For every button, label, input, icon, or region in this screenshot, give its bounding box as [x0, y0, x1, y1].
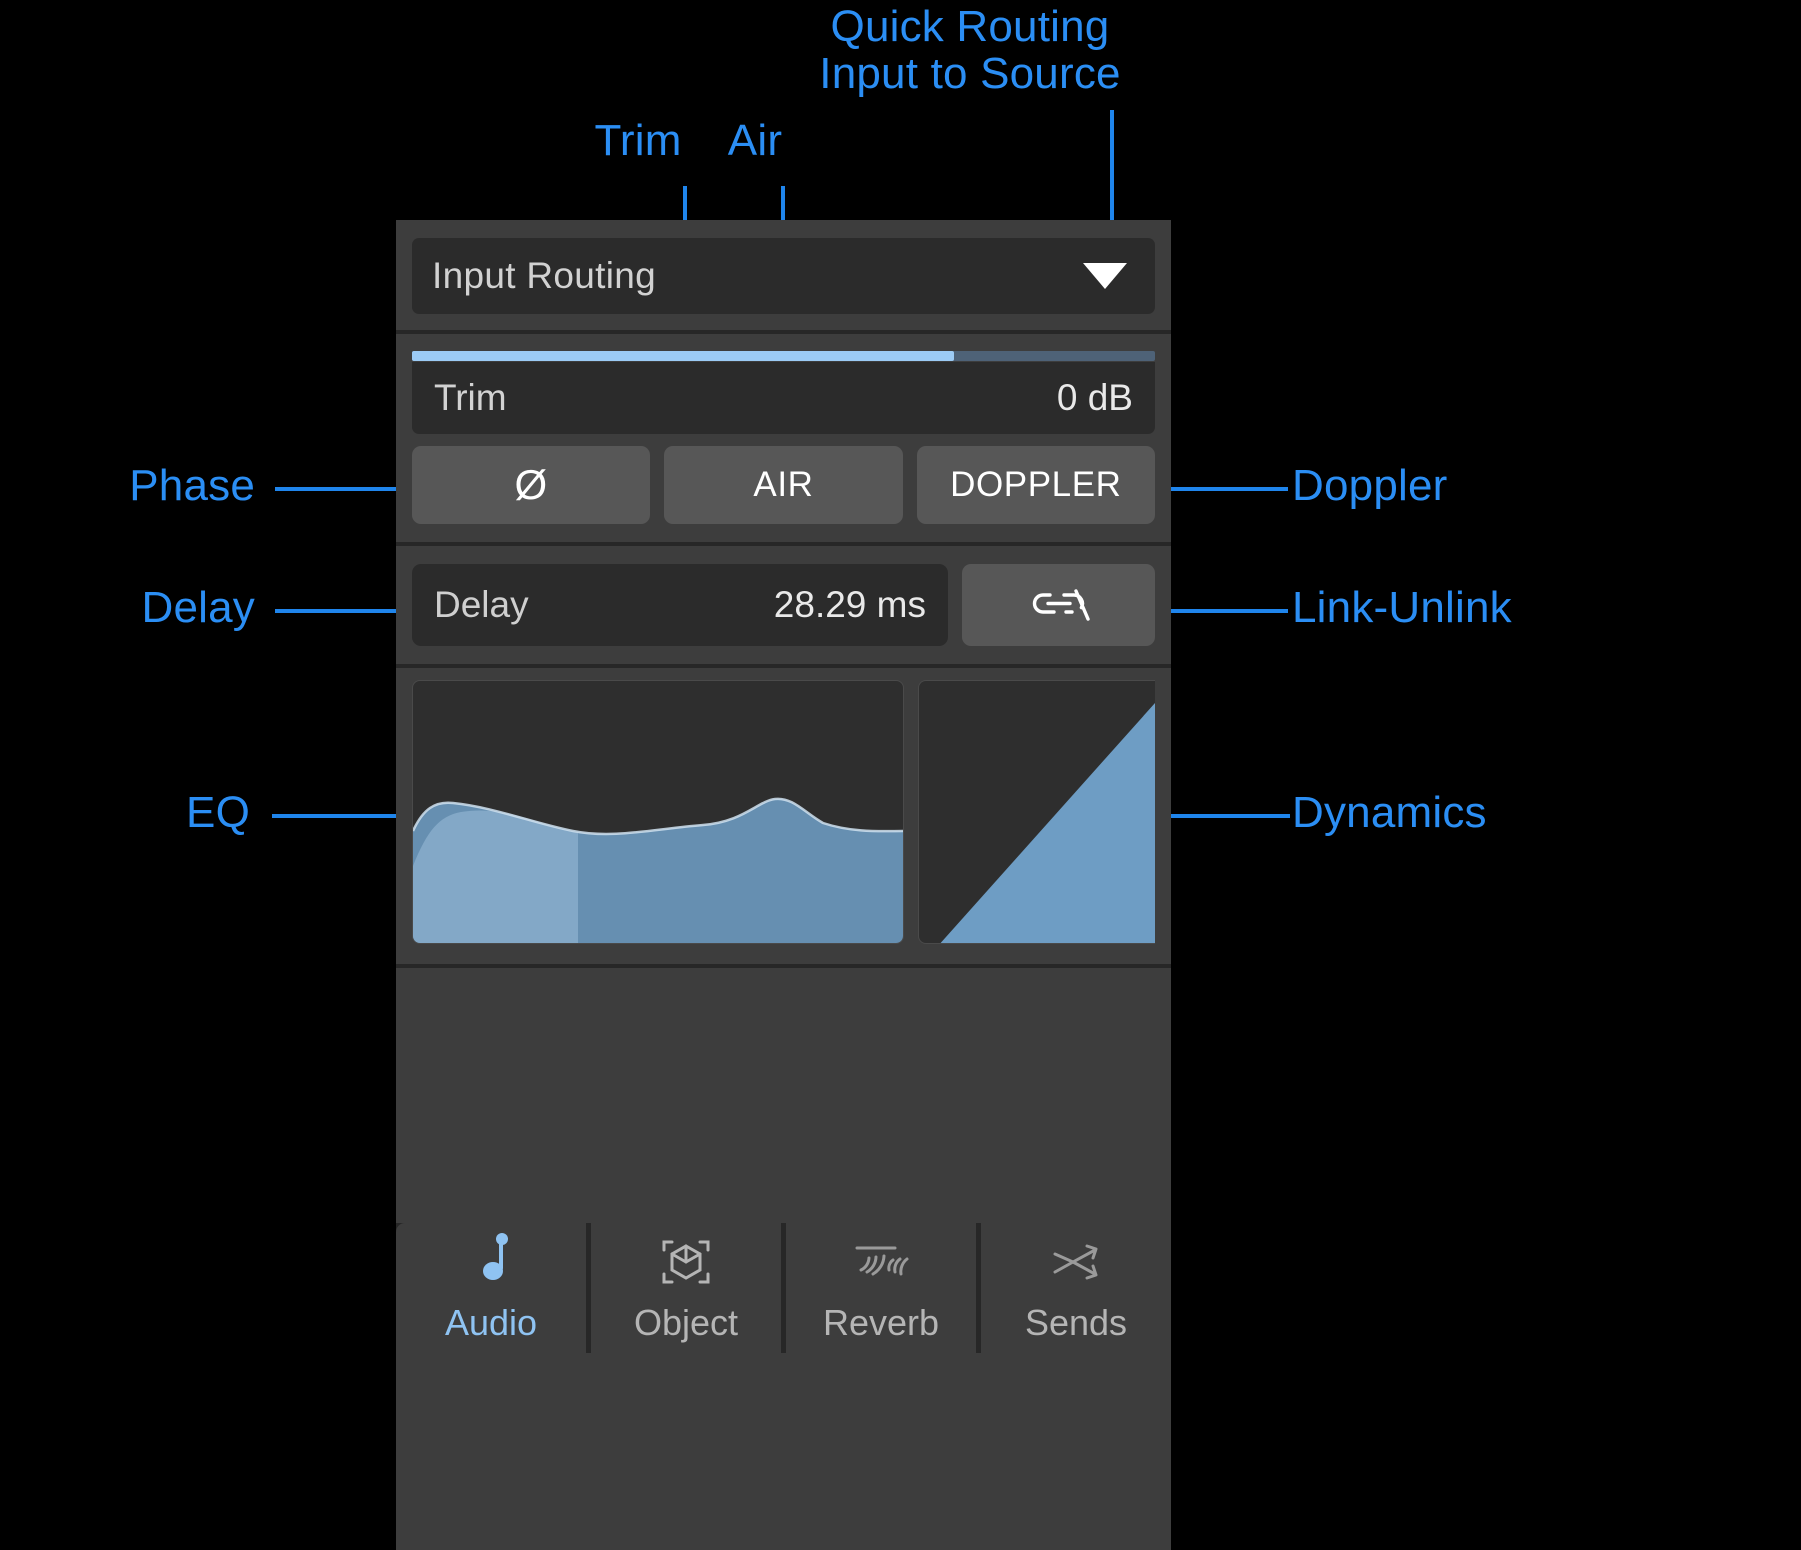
delay-field[interactable]: Delay 28.29 ms — [412, 564, 948, 646]
divider-2 — [396, 542, 1171, 546]
dynamics-curve-icon — [940, 703, 1155, 943]
bottom-tab-bar: Audio Object — [396, 1223, 1171, 1353]
annotation-doppler: Doppler — [1292, 461, 1448, 510]
annotation-dynamics: Dynamics — [1292, 788, 1487, 837]
reverb-waves-icon — [851, 1232, 911, 1288]
phase-button[interactable]: Ø — [412, 446, 651, 524]
eq-graph[interactable] — [412, 680, 904, 944]
tab-audio-label: Audio — [444, 1302, 538, 1343]
tab-reverb-label: Reverb — [822, 1302, 940, 1343]
leader-doppler — [1160, 487, 1288, 491]
tab-object-label: Object — [633, 1302, 739, 1343]
annotation-phase: Phase — [129, 461, 255, 510]
tab-sends-label: Sends — [1024, 1302, 1128, 1343]
divider-1 — [396, 330, 1171, 334]
leader-delay — [275, 609, 425, 613]
leader-phase — [275, 487, 425, 491]
graphs-section — [396, 668, 1171, 964]
link-unlink-button[interactable] — [962, 564, 1155, 646]
trim-slider-fill — [412, 351, 955, 361]
annotation-delay: Delay — [141, 583, 255, 632]
input-routing-label: Input Routing — [432, 255, 657, 296]
delay-label: Delay — [434, 584, 529, 625]
input-routing-dropdown[interactable]: Input Routing — [412, 238, 1155, 314]
tab-audio[interactable]: Audio — [396, 1223, 586, 1353]
doppler-button[interactable]: DOPPLER — [916, 446, 1155, 524]
annotation-trim: Trim — [594, 116, 682, 165]
sends-arrows-icon — [1047, 1232, 1105, 1288]
tab-reverb[interactable]: Reverb — [786, 1223, 976, 1353]
link-broken-icon — [1032, 589, 1090, 621]
audio-inspector-panel: Input Routing Trim 0 dB Ø AIR DOPPLER De — [396, 220, 1171, 1550]
delay-value: 28.29 ms — [773, 584, 926, 625]
annotation-air: Air — [727, 116, 783, 165]
trim-section: Trim 0 dB Ø AIR DOPPLER — [396, 334, 1171, 542]
annotation-quick-routing: Quick Routing Input to Source — [819, 2, 1121, 98]
trim-field[interactable]: Trim 0 dB — [412, 362, 1155, 434]
toggle-button-row: Ø AIR DOPPLER — [396, 434, 1171, 542]
tab-object[interactable]: Object — [591, 1223, 781, 1353]
leader-link — [1160, 609, 1288, 613]
trim-slider[interactable] — [412, 348, 1155, 362]
divider-3 — [396, 664, 1171, 668]
eq-curve-icon — [413, 797, 903, 943]
annotation-eq: EQ — [186, 788, 250, 837]
annotation-link-unlink: Link-Unlink — [1292, 583, 1512, 632]
delay-section: Delay 28.29 ms — [396, 546, 1171, 664]
panel-empty-area — [396, 968, 1171, 1223]
cube-icon — [660, 1232, 712, 1288]
trim-label: Trim — [434, 377, 507, 418]
tab-sends[interactable]: Sends — [981, 1223, 1171, 1353]
routing-section: Input Routing — [396, 220, 1171, 330]
leader-quick-routing — [1110, 110, 1114, 245]
air-button[interactable]: AIR — [664, 446, 903, 524]
divider-4 — [396, 964, 1171, 968]
trim-value: 0 dB — [1056, 377, 1133, 418]
music-note-icon — [471, 1232, 511, 1288]
chevron-down-icon[interactable] — [1083, 263, 1127, 289]
dynamics-graph[interactable] — [918, 680, 1155, 944]
